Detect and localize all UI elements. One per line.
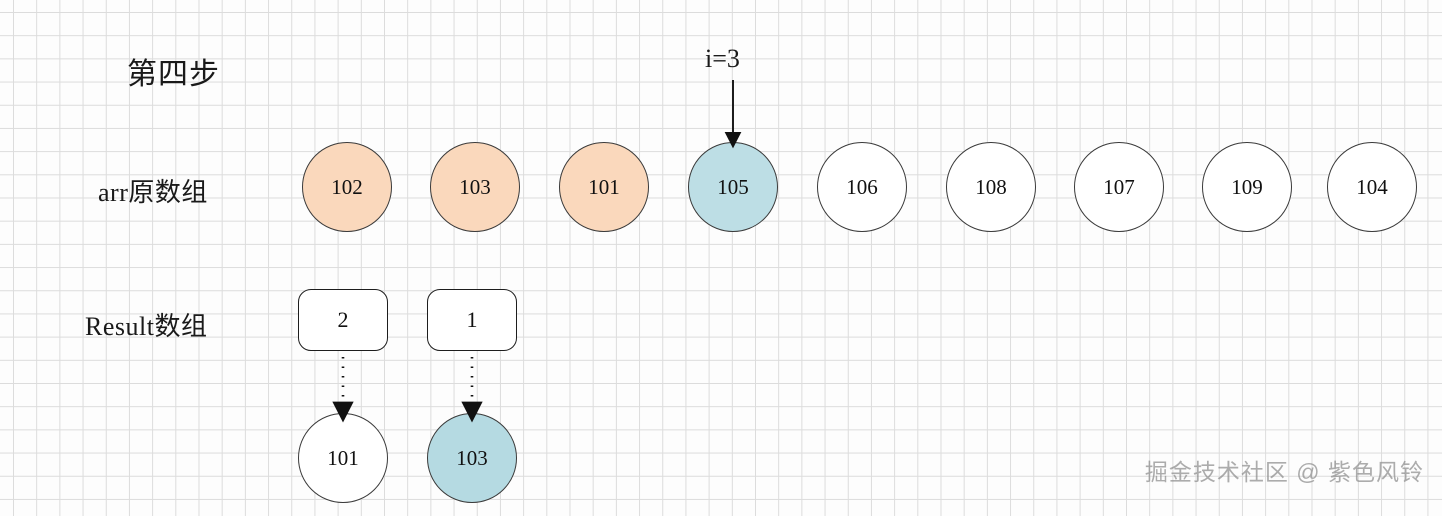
result-box-value: 2 xyxy=(337,307,349,332)
arr-row-label: arr原数组 xyxy=(98,178,208,207)
arr-node-2[interactable]: 101 xyxy=(559,142,649,232)
arr-node-3[interactable]: 105 xyxy=(688,142,778,232)
arr-node-6[interactable]: 107 xyxy=(1074,142,1164,232)
arr-node-value: 109 xyxy=(1231,174,1263,199)
arr-node-value: 103 xyxy=(459,174,491,199)
arr-node-value: 106 xyxy=(846,174,878,199)
arr-node-1[interactable]: 103 xyxy=(430,142,520,232)
result-row-label: Result数组 xyxy=(85,312,208,341)
arr-node-value: 102 xyxy=(331,174,363,199)
arr-node-0[interactable]: 102 xyxy=(302,142,392,232)
watermark: 掘金技术社区 @ 紫色风铃 xyxy=(1144,459,1424,485)
result-node-0[interactable]: 101 xyxy=(298,413,388,503)
result-node-value: 101 xyxy=(327,445,359,470)
arr-node-value: 101 xyxy=(588,174,620,199)
result-box-0[interactable]: 2 xyxy=(298,289,388,351)
arr-node-8[interactable]: 104 xyxy=(1327,142,1417,232)
arr-node-7[interactable]: 109 xyxy=(1202,142,1292,232)
result-box-value: 1 xyxy=(466,307,478,332)
pointer-label: i=3 xyxy=(705,44,740,73)
result-node-1[interactable]: 103 xyxy=(427,413,517,503)
arr-node-value: 105 xyxy=(717,174,749,199)
arr-node-value: 107 xyxy=(1103,174,1135,199)
arr-node-value: 104 xyxy=(1356,174,1388,199)
arr-node-value: 108 xyxy=(975,174,1007,199)
arr-node-4[interactable]: 106 xyxy=(817,142,907,232)
arr-node-5[interactable]: 108 xyxy=(946,142,1036,232)
page-title: 第四步 xyxy=(127,58,220,91)
result-box-1[interactable]: 1 xyxy=(427,289,517,351)
result-node-value: 103 xyxy=(456,445,488,470)
